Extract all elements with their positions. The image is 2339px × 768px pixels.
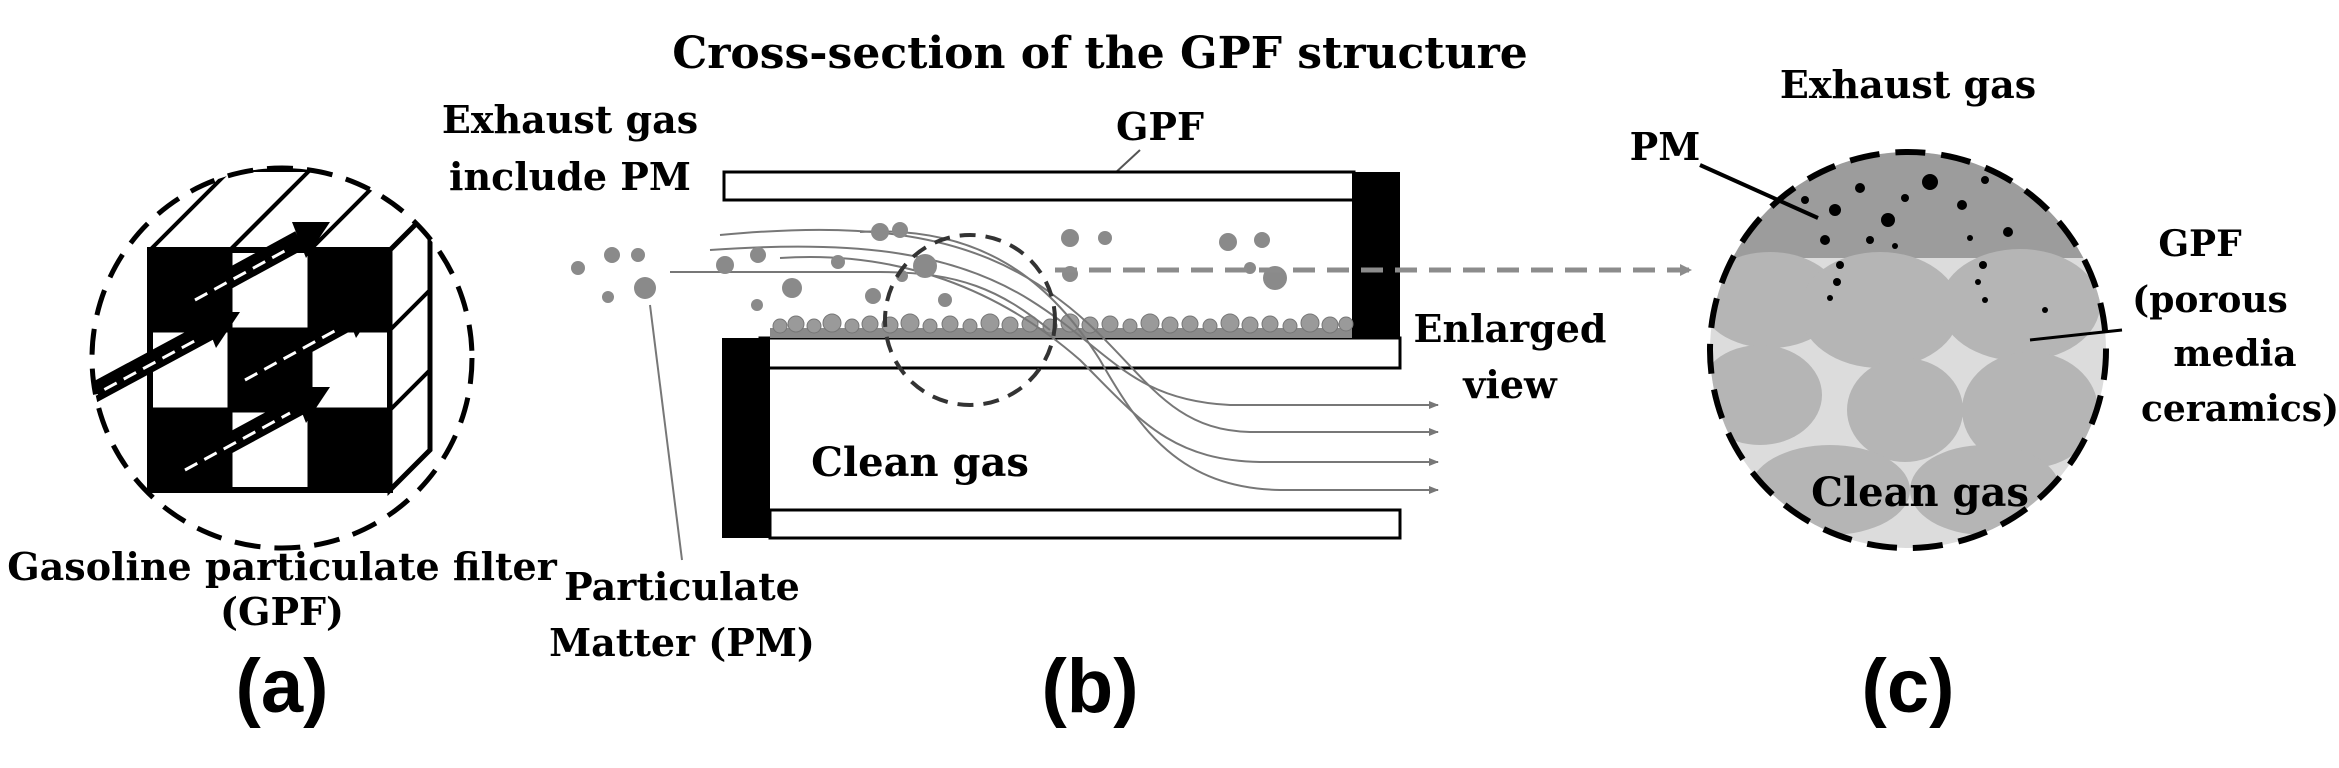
- enlarge-circle-b: [883, 233, 1057, 407]
- pm-label-line2: Matter (PM): [549, 620, 815, 665]
- gpf-label-c-line3: media: [2173, 333, 2296, 375]
- gpf-label-c-line2: (porous: [2132, 279, 2288, 321]
- enlarged-label-line1: Enlarged: [1414, 306, 1607, 351]
- exhaust-label-line1: Exhaust gas: [442, 97, 698, 142]
- figure-title: Cross-section of the GPF structure: [672, 28, 1528, 79]
- caption-a-line2: (GPF): [220, 589, 344, 634]
- caption-a-line1: Gasoline particulate filter: [7, 544, 557, 589]
- honeycomb-filter: [92, 168, 472, 497]
- clean-gas-label-b: Clean gas: [811, 439, 1029, 486]
- inlet-plug: [722, 338, 770, 538]
- exhaust-label-c: Exhaust gas: [1780, 62, 2036, 107]
- gpf-label-c-line1: GPF: [2158, 223, 2242, 265]
- pm-dots-c: [1796, 152, 2048, 313]
- panel-a: Gasoline particulate filter (GPF) (a): [7, 165, 558, 729]
- pm-leader-c: [1699, 163, 1819, 220]
- clean-gas-label-c: Clean gas: [1811, 469, 2029, 516]
- panel-a-letter: (a): [236, 644, 329, 729]
- enlarged-label-line2: view: [1462, 362, 1558, 407]
- exhaust-label-line2: include PM: [449, 154, 691, 199]
- exhaust-zone: [1710, 152, 2106, 258]
- panel-c-letter: (c): [1862, 644, 1955, 729]
- gpf-label-c-line4: ceramics): [2141, 388, 2339, 430]
- bottom-wall: [768, 508, 1402, 540]
- pm-label-line1: Particulate: [564, 564, 800, 609]
- gpf-label: GPF: [1116, 104, 1204, 149]
- pm-leader-line: [649, 304, 683, 561]
- flow-arrows-a: [92, 222, 380, 479]
- gpf-leader-c: [2029, 328, 2123, 342]
- panel-c: Exhaust gas: [1630, 62, 2339, 729]
- pm-label-c: PM: [1630, 124, 1701, 169]
- pm-particles: [571, 222, 1287, 311]
- zoom-circle-c: [1707, 149, 2109, 551]
- flow-streamlines: [670, 228, 1439, 494]
- middle-wall: [758, 336, 1402, 370]
- panel-b: Exhaust gas include PM GPF: [442, 97, 1692, 729]
- deposit-layer: [770, 313, 1354, 338]
- zoom-circle-a: [89, 165, 475, 551]
- top-wall: [722, 170, 1356, 202]
- enlarged-view: [1710, 152, 2106, 548]
- panel-b-letter: (b): [1041, 644, 1138, 729]
